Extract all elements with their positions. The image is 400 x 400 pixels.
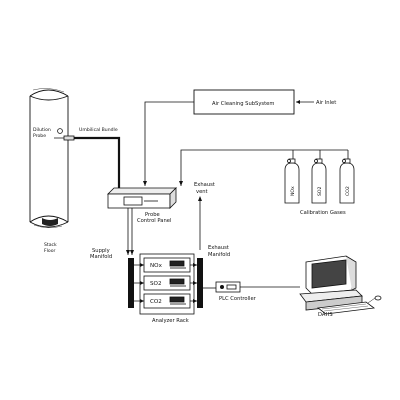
supply-manifold-label-1: Supply bbox=[92, 248, 110, 254]
exhaust-manifold bbox=[197, 258, 203, 308]
exhaust-manifold-label-1: Exhaust bbox=[208, 245, 229, 251]
analyzer-nox-label: NOx bbox=[150, 263, 163, 269]
dahs-computer bbox=[299, 255, 382, 315]
probe-control-label-2: Control Panel bbox=[137, 218, 171, 224]
stack-label-2: Floor bbox=[44, 248, 56, 254]
analyzer-so2-label: SO2 bbox=[150, 281, 162, 287]
plc-controller bbox=[215, 281, 241, 293]
dahs-label: DAHS bbox=[318, 312, 333, 318]
cylinder-so2 bbox=[311, 158, 327, 204]
cylinder-nox-label: NOx bbox=[290, 186, 296, 196]
dilution-probe-label-1: Dilution bbox=[33, 127, 51, 133]
cylinder-co2-label: CO2 bbox=[345, 186, 351, 196]
supply-manifold-label-2: Manifold bbox=[90, 254, 112, 260]
analyzer-rack-label: Analyzer Rack bbox=[152, 318, 189, 324]
supply-manifold bbox=[128, 258, 134, 308]
exhaust-vent-label-1: Exhaust bbox=[194, 182, 215, 188]
cylinder-nox bbox=[284, 158, 300, 204]
air-cleaning-box bbox=[193, 89, 295, 115]
cylinder-co2 bbox=[339, 158, 355, 204]
stack bbox=[29, 88, 69, 228]
exhaust-manifold-label-2: Manifold bbox=[208, 252, 230, 258]
sample-line bbox=[127, 208, 133, 255]
air-inlet-label: Air Inlet bbox=[316, 100, 336, 106]
umbilical-bundle-line bbox=[74, 136, 121, 190]
clean-air-line bbox=[144, 101, 194, 186]
dilution-probe-label-2: Probe bbox=[33, 133, 46, 139]
analyzer-rack bbox=[139, 253, 195, 315]
air-cleaning-label: Air Cleaning SubSystem bbox=[212, 101, 274, 107]
plc-controller-label: PLC Controller bbox=[219, 296, 257, 302]
analyzer-flow-heads bbox=[140, 263, 197, 303]
calibration-gases-label: Calibration Gases bbox=[300, 210, 346, 216]
probe-control-label-1: Probe bbox=[145, 212, 160, 218]
stack-label-1: Stack bbox=[44, 242, 57, 248]
calibration-gas-line bbox=[180, 149, 348, 186]
cylinder-so2-label: SO2 bbox=[317, 186, 323, 196]
umbilical-bundle-label: Umbilical Bundle bbox=[79, 127, 118, 133]
probe-control-panel bbox=[107, 187, 177, 209]
exhaust-vent-label-2: vent bbox=[196, 189, 208, 195]
analyzer-co2-label: CO2 bbox=[150, 299, 162, 305]
